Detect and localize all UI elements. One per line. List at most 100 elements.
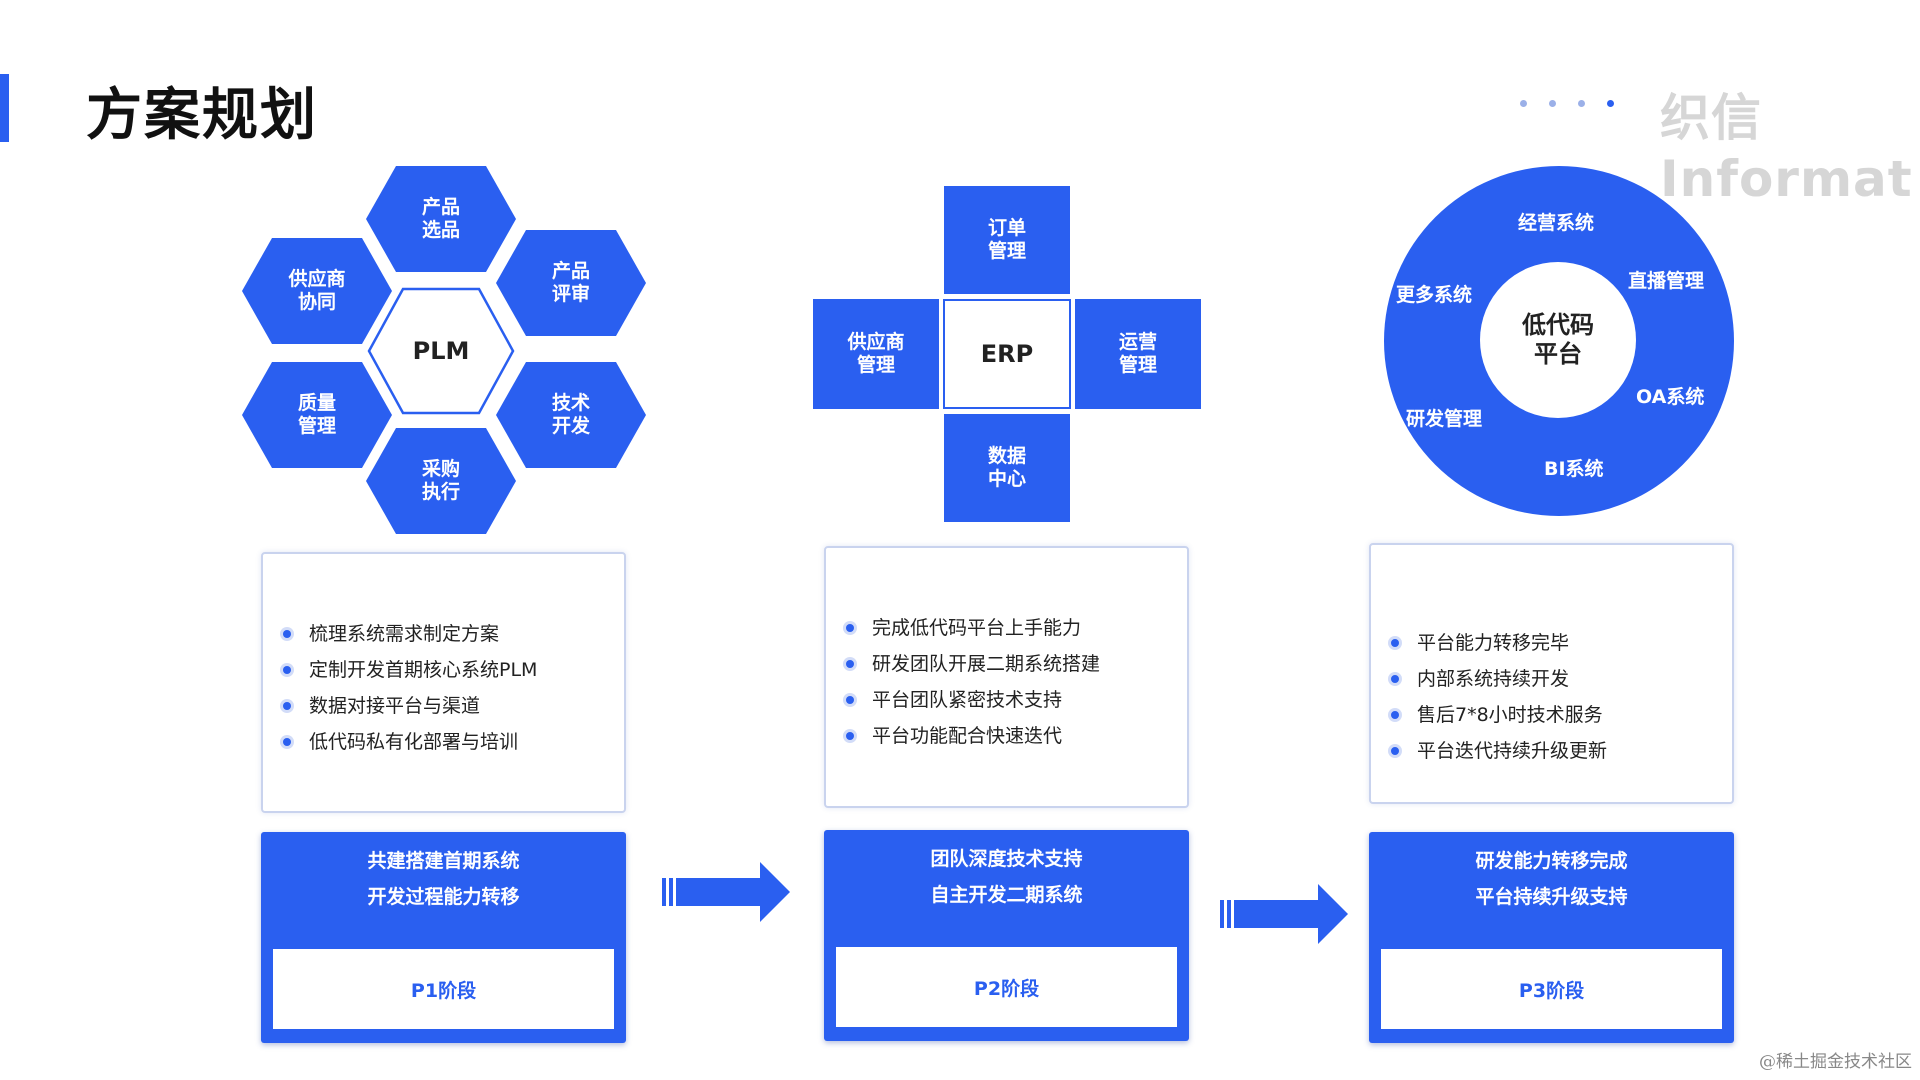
stage-1-line2: 开发过程能力转移 [367,886,520,908]
hex-procurement: 采购执行 [366,428,516,534]
bullet-icon [846,624,854,632]
hex-label: 质量 [297,392,336,415]
hex-label: 产品 [421,196,460,219]
bullet-icon [1391,675,1399,683]
list-item: 内部系统持续开发 [1391,661,1607,697]
bullet-text: 定制开发首期核心系统PLM [309,659,538,681]
hex-tech-development: 技术开发 [496,362,646,468]
bullet-text: 低代码私有化部署与培训 [309,731,519,753]
list-item: 平台能力转移完毕 [1391,625,1607,661]
bullet-icon [283,666,291,674]
dot [1549,100,1556,107]
erp-label: 管理 [856,354,895,376]
bullet-icon [283,738,291,746]
bullet-text: 梳理系统需求制定方案 [309,623,500,645]
stage-1-line1: 共建搭建首期系统 [367,850,520,872]
stage-1-label: P1阶段 [273,949,614,1029]
bullet-icon [283,630,291,638]
stage-1-bullets: 梳理系统需求制定方案 定制开发首期核心系统PLM 数据对接平台与渠道 低代码私有… [283,616,537,760]
stage-2-label: P2阶段 [836,947,1177,1027]
erp-label: 订单 [987,217,1026,240]
stage-2-bullets: 完成低代码平台上手能力 研发团队开展二期系统搭建 平台团队紧密技术支持 平台功能… [846,610,1100,754]
ring-label-live: 直播管理 [1628,270,1705,292]
lowcode-center: 低代码平台 [1480,262,1636,418]
bullet-text: 平台能力转移完毕 [1417,632,1570,654]
pagination-dots [1520,100,1614,107]
hex-label: 采购 [421,458,460,481]
list-item: 售后7*8小时技术服务 [1391,697,1607,733]
ring-label-business: 经营系统 [1518,212,1595,234]
hex-label: 供应商 [288,268,346,291]
hex-label: 选品 [421,219,460,241]
stage-3-card: 平台能力转移完毕 内部系统持续开发 售后7*8小时技术服务 平台迭代持续升级更新 [1369,543,1734,804]
list-item: 定制开发首期核心系统PLM [283,652,537,688]
erp-operations-management: 运营管理 [1075,299,1201,409]
ring-label-oa: OA系统 [1636,386,1705,408]
bullet-icon [1391,747,1399,755]
hex-product-review: 产品评审 [496,230,646,336]
bullet-icon [1391,711,1399,719]
plm-label: PLM [412,337,470,365]
page-title: 方案规划 [86,83,318,148]
hex-label: 执行 [421,481,460,503]
erp-label: 运营 [1118,331,1157,354]
bullet-text: 售后7*8小时技术服务 [1417,704,1603,726]
bullet-icon [846,732,854,740]
bullet-icon [846,696,854,704]
bullet-icon [846,660,854,668]
stage-2-card: 完成低代码平台上手能力 研发团队开展二期系统搭建 平台团队紧密技术支持 平台功能… [824,546,1189,808]
hex-label: 开发 [551,415,590,437]
ring-label-more: 更多系统 [1396,284,1473,306]
stage-3-panel: 研发能力转移完成 平台持续升级支持 P3阶段 [1369,832,1734,1043]
hex-supplier-collab: 供应商协同 [242,238,392,344]
stage-1-card: 梳理系统需求制定方案 定制开发首期核心系统PLM 数据对接平台与渠道 低代码私有… [261,552,626,813]
stage-3-bullets: 平台能力转移完毕 内部系统持续开发 售后7*8小时技术服务 平台迭代持续升级更新 [1391,625,1607,769]
erp-label: 管理 [1118,354,1157,376]
stage-3-label: P3阶段 [1381,949,1722,1029]
stage-3-line1: 研发能力转移完成 [1475,850,1628,872]
erp-center: ERP [943,299,1071,409]
bullet-text: 内部系统持续开发 [1417,668,1570,690]
bullet-icon [283,702,291,710]
hex-plm-center: PLM [366,286,516,416]
list-item: 完成低代码平台上手能力 [846,610,1100,646]
lowcode-center-label: 平台 [1533,340,1582,368]
stage-1-panel: 共建搭建首期系统 开发过程能力转移 P1阶段 [261,832,626,1043]
bullet-text: 平台迭代持续升级更新 [1417,740,1608,762]
list-item: 研发团队开展二期系统搭建 [846,646,1100,682]
hex-label: 协同 [297,291,336,313]
stage-2-panel: 团队深度技术支持 自主开发二期系统 P2阶段 [824,830,1189,1041]
lowcode-center-label: 低代码 [1521,311,1594,340]
erp-label: 中心 [987,468,1026,490]
hex-quality-management: 质量管理 [242,362,392,468]
hex-label: 技术 [551,392,590,415]
stage-3-line2: 平台持续升级支持 [1475,886,1628,908]
arrow-right-icon [662,862,790,922]
list-item: 梳理系统需求制定方案 [283,616,537,652]
erp-label: 管理 [987,240,1026,262]
arrow-right-icon [1220,884,1348,944]
dot [1520,100,1527,107]
erp-supplier-management: 供应商管理 [813,299,939,409]
bullet-text: 研发团队开展二期系统搭建 [872,653,1101,675]
hex-label: 评审 [551,283,590,305]
bullet-text: 完成低代码平台上手能力 [872,617,1082,639]
title-accent-bar [0,74,9,142]
hex-product-selection: 产品选品 [366,166,516,272]
ring-label-rd: 研发管理 [1406,408,1483,430]
erp-label: 供应商 [847,331,905,354]
list-item: 低代码私有化部署与培训 [283,724,537,760]
bullet-icon [1391,639,1399,647]
hex-label: 管理 [297,415,336,437]
list-item: 平台迭代持续升级更新 [1391,733,1607,769]
erp-order-management: 订单管理 [944,186,1070,294]
bullet-text: 数据对接平台与渠道 [309,695,481,717]
ring-label-bi: BI系统 [1544,458,1604,480]
bullet-text: 平台功能配合快速迭代 [872,725,1063,747]
list-item: 平台团队紧密技术支持 [846,682,1100,718]
list-item: 平台功能配合快速迭代 [846,718,1100,754]
brand-logo: 织信 Informat [1660,89,1913,208]
dot-active [1607,100,1614,107]
bullet-text: 平台团队紧密技术支持 [872,689,1063,711]
stage-2-line2: 自主开发二期系统 [930,884,1083,906]
